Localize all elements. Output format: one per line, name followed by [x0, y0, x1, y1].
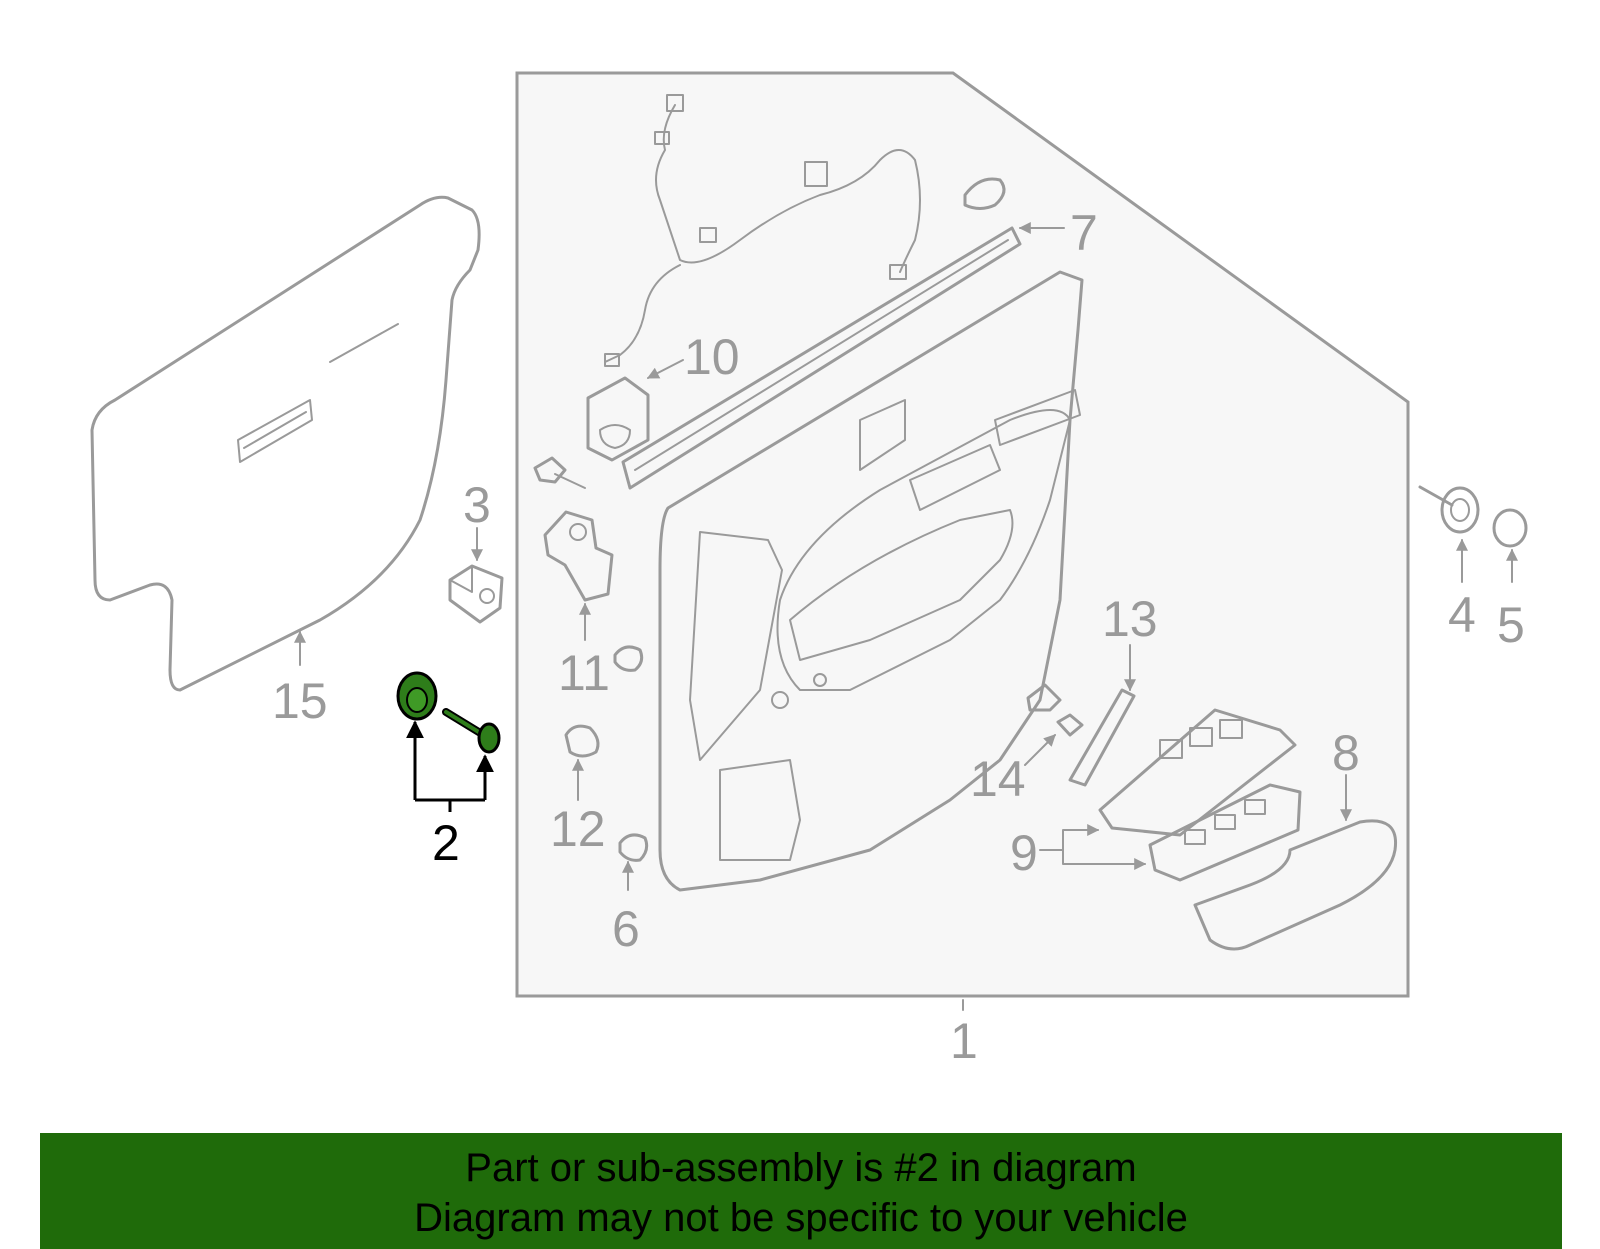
- callout-1: 1: [950, 1013, 978, 1069]
- callout-7: 7: [1070, 205, 1098, 261]
- part-9-switch-assembly[interactable]: [1098, 708, 1302, 882]
- banner-line-2: Diagram may not be specific to your vehi…: [414, 1196, 1188, 1240]
- door-trim-panel: [658, 270, 1084, 892]
- callout-14: 14: [970, 751, 1026, 807]
- bolt-small: [533, 456, 586, 489]
- part-2-highlighted[interactable]: [396, 671, 501, 754]
- part-2-leader: [406, 720, 494, 812]
- wiring-harness: [604, 94, 921, 367]
- assembly-outline: [515, 71, 1410, 998]
- clip-near-11: [613, 645, 644, 672]
- callout-11: 11: [558, 645, 610, 701]
- part-14-clip[interactable]: [1026, 683, 1084, 737]
- part-3-clip[interactable]: [448, 564, 504, 624]
- part-4-bolt[interactable]: [1418, 485, 1480, 534]
- callout-12: 12: [550, 801, 606, 857]
- part-5-washer[interactable]: [1492, 508, 1528, 548]
- callout-4: 4: [1448, 587, 1476, 643]
- callout-2: 2: [432, 815, 460, 871]
- callout-6: 6: [612, 901, 640, 957]
- leader-lines: [294, 222, 1518, 1011]
- part-10-module[interactable]: [586, 376, 650, 462]
- part-12-clip[interactable]: [564, 724, 600, 758]
- part-7-beltline-strip[interactable]: [621, 226, 1022, 490]
- callout-10: 10: [684, 329, 740, 385]
- callout-3: 3: [463, 477, 491, 533]
- callout-5: 5: [1497, 597, 1525, 653]
- callout-15: 15: [272, 673, 328, 729]
- part-8-armrest[interactable]: [1193, 819, 1398, 951]
- part-11-bracket[interactable]: [543, 510, 614, 602]
- callout-9: 9: [1010, 825, 1038, 881]
- banner-line-1: Part or sub-assembly is #2 in diagram: [465, 1146, 1137, 1190]
- callout-8: 8: [1332, 725, 1360, 781]
- parts-diagram: 1 2 3 4 5 6 7 8 9 10 11 12 13 14 15: [90, 71, 1528, 1069]
- cap-part: [963, 177, 1006, 210]
- info-banner: Part or sub-assembly is #2 in diagram Di…: [40, 1133, 1562, 1249]
- callout-13: 13: [1102, 591, 1158, 647]
- part-15-water-shield[interactable]: [90, 195, 481, 692]
- part-13-strip[interactable]: [1068, 688, 1136, 787]
- part-6-clip[interactable]: [618, 833, 649, 862]
